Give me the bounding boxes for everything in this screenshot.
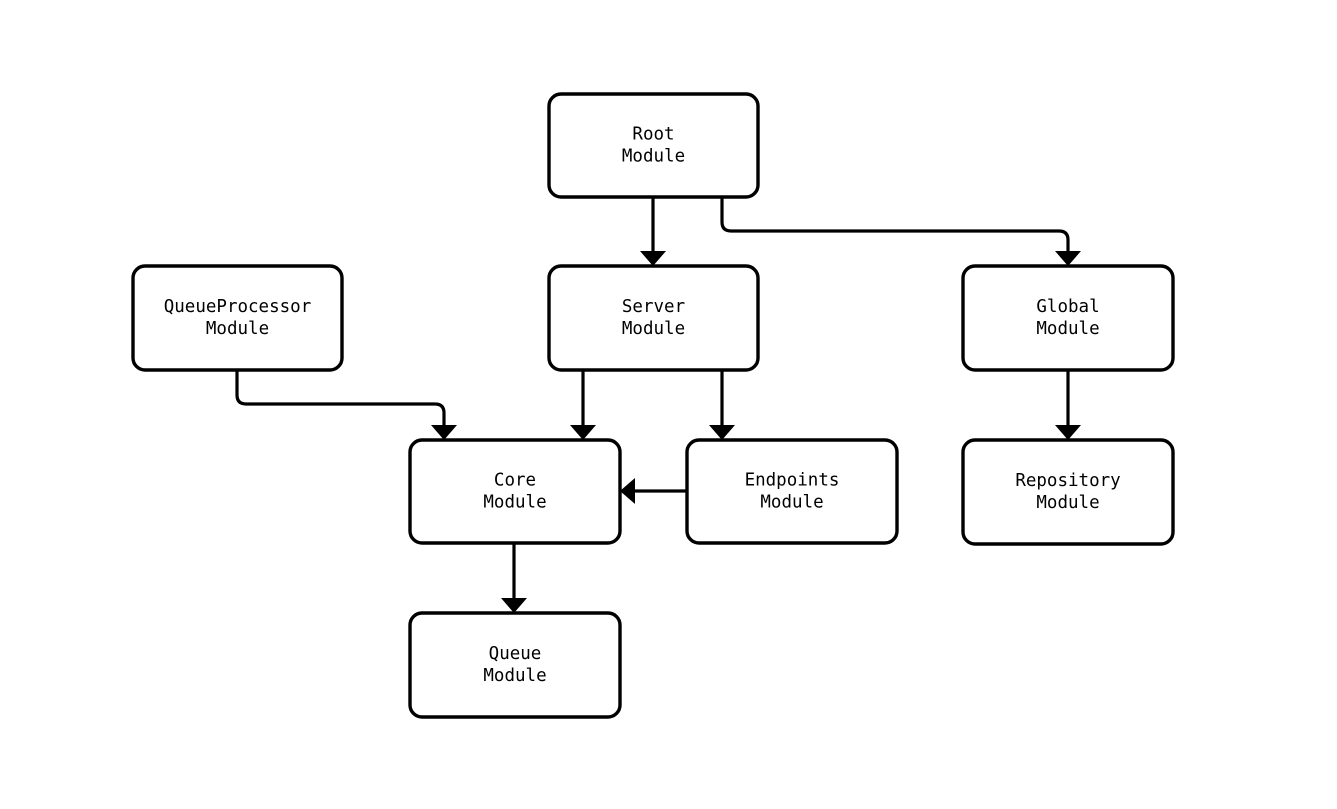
node-label-line2: Module [760, 493, 823, 513]
node-label-line1: Core [494, 471, 536, 491]
edge-endpoints-to-core [620, 478, 687, 504]
node-label-line2: Module [1036, 493, 1099, 513]
edge-queueprocessor-to-core [235, 370, 457, 440]
node-label-line2: Module [622, 147, 685, 167]
node-label-line2: Module [622, 319, 685, 339]
edges-layer [235, 197, 1081, 613]
node-box[interactable] [547, 264, 760, 372]
arrowhead-icon [501, 598, 527, 613]
node-label-line2: Module [483, 666, 546, 686]
node-label-line1: Root [632, 125, 674, 145]
node-label-line1: QueueProcessor [164, 297, 312, 317]
node-label-line2: Module [206, 319, 269, 339]
edge-root-to-server [640, 197, 666, 266]
node-label-line2: Module [483, 493, 546, 513]
node-label-line1: Queue [489, 644, 542, 664]
node-box[interactable] [961, 264, 1175, 372]
arrowhead-icon [709, 425, 735, 440]
arrowhead-icon [640, 251, 666, 266]
arrowhead-icon [570, 425, 596, 440]
edge-server-to-core [570, 370, 596, 440]
edge-core-to-queue [501, 543, 527, 613]
nodes-layer: RootModuleQueueProcessorModuleServerModu… [131, 92, 1175, 719]
edge-line [235, 370, 446, 427]
node-box[interactable] [408, 438, 622, 545]
node-label-line1: Server [622, 297, 685, 317]
node-box[interactable] [547, 92, 760, 199]
node-label-line1: Global [1036, 297, 1099, 317]
edge-global-to-repository [1055, 370, 1081, 440]
edge-line [720, 197, 1070, 253]
node-label-line2: Module [1036, 319, 1099, 339]
arrowhead-icon [1055, 251, 1081, 266]
arrowhead-icon [620, 478, 635, 504]
edge-root-to-global [720, 197, 1081, 266]
node-box[interactable] [408, 611, 622, 719]
arrowhead-icon [1055, 425, 1081, 440]
edge-server-to-endpoints [709, 370, 735, 440]
node-box[interactable] [131, 264, 344, 372]
arrowhead-icon [431, 425, 457, 440]
node-box[interactable] [961, 438, 1175, 546]
node-box[interactable] [685, 438, 899, 545]
node-label-line1: Endpoints [745, 471, 840, 491]
node-label-line1: Repository [1015, 471, 1120, 491]
